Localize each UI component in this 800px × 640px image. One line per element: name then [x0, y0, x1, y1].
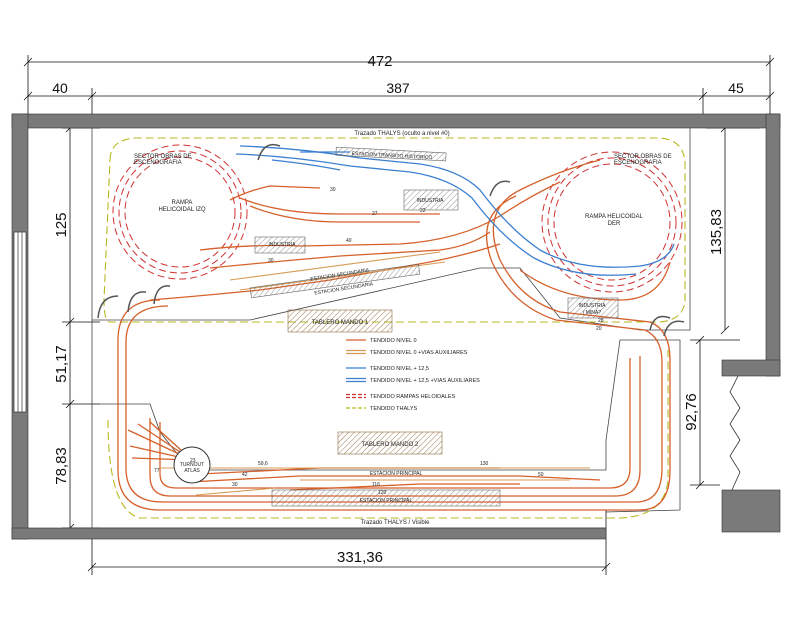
- track-length: 77: [154, 468, 160, 474]
- track-length: 59,6: [258, 461, 268, 467]
- tracks-level-0-aux: [160, 251, 590, 496]
- track-thalys-hidden: [103, 137, 686, 323]
- track-length: 30: [268, 258, 274, 264]
- window: [13, 231, 27, 413]
- control-panel-2: [337, 431, 443, 455]
- legend-label: TENDIDO RAMPAS HELOIDALES: [370, 394, 455, 400]
- station-blocks: [249, 146, 619, 507]
- track-length: 116: [372, 482, 380, 488]
- label-industria-mina: INDUSTRIA/ MINA?: [579, 303, 607, 316]
- track-thalys-visible: [107, 350, 669, 519]
- legend-label: TENDIDO THALYS: [370, 406, 417, 412]
- label-thalys-visible: Trazado THALYS / Visible: [361, 520, 430, 526]
- dim-left-top: 125: [53, 212, 70, 237]
- track-length: 42: [242, 472, 248, 478]
- track-length: 23: [190, 458, 196, 464]
- label-estacion-principal-2: ESTACION PRINCIPAL: [360, 498, 413, 504]
- label-estacion-principal-1: ESTACION PRINCIPAL: [370, 471, 423, 477]
- legend-item: TENDIDO NIVEL + 12,5 +VIAS AUXILIARES: [346, 377, 480, 384]
- legend-item: TENDIDO NIVEL + 12,5: [346, 366, 429, 372]
- helix-left: [112, 144, 248, 280]
- dim-right-margin: 45: [728, 80, 744, 96]
- tunnel-portals: [97, 143, 685, 337]
- label-tablero-1: TABLERO MANDO 1: [312, 320, 369, 326]
- legend-item: TENDIDO RAMPAS HELOIDALES: [346, 393, 455, 400]
- legend-item: TENDIDO NIVEL 0: [346, 338, 417, 344]
- dim-right-top: 135,83: [708, 209, 725, 255]
- track-lengths: 30 27 40 30 22 28 20 59,6 130 42 50 77 3…: [154, 187, 604, 496]
- dimension-top: [23, 55, 775, 128]
- legend-label: TENDIDO NIVEL + 12,5 +VIAS AUXILIARES: [370, 378, 480, 384]
- dimension-bottom: [87, 510, 611, 575]
- label-industria-top: INDUSTRIA: [417, 198, 445, 204]
- track-length: 40: [346, 238, 352, 244]
- tracks-level-0: [117, 159, 671, 511]
- track-length: 120: [378, 490, 387, 496]
- dim-middle-width: 387: [386, 80, 410, 96]
- dimension-right: [690, 123, 760, 490]
- label-tablero-2: TABLERO MANDO 2: [362, 442, 419, 448]
- label-industria-left: INDUSTRIA: [269, 242, 297, 248]
- legend-item: TENDIDO NIVEL 0 +VIAS AUXILIARES: [346, 349, 468, 356]
- legend-label: TENDIDO NIVEL + 12,5: [370, 366, 429, 372]
- tracks-level-12: [235, 145, 675, 276]
- track-length: 50: [538, 472, 544, 478]
- legend-label: TENDIDO NIVEL 0 +VIAS AUXILIARES: [370, 350, 468, 356]
- control-panel-1: [287, 309, 393, 333]
- legend-item: TENDIDO THALYS: [346, 406, 417, 412]
- track-length: 27: [372, 211, 378, 217]
- legend: TENDIDO NIVEL 0 TENDIDO NIVEL 0 +VIAS AUX…: [346, 338, 480, 412]
- legend-label: TENDIDO NIVEL 0: [370, 338, 417, 344]
- dim-left-bottom: 78,83: [53, 447, 70, 485]
- door-curtain: [729, 375, 741, 491]
- track-length: 20: [596, 326, 602, 332]
- label-thalys-hidden: Trazado THALYS (oculto a nivel #0): [354, 131, 449, 137]
- dim-right-bottom: 92,76: [683, 393, 700, 431]
- track-length: 130: [480, 461, 489, 467]
- track-length: 30: [232, 482, 238, 488]
- dim-left-margin: 40: [52, 80, 68, 96]
- label-estacion-historico: ESTACION TRANSITO HISTORICO: [352, 151, 433, 161]
- track-length: 22: [420, 208, 426, 214]
- dim-total-width: 472: [367, 53, 392, 70]
- track-length: 28: [598, 318, 604, 324]
- helix-right: [541, 151, 683, 293]
- turntable: [173, 446, 211, 484]
- dim-bottom-width: 331,36: [337, 549, 383, 566]
- dim-left-mid: 51,17: [53, 345, 70, 383]
- track-length: 30: [330, 187, 336, 193]
